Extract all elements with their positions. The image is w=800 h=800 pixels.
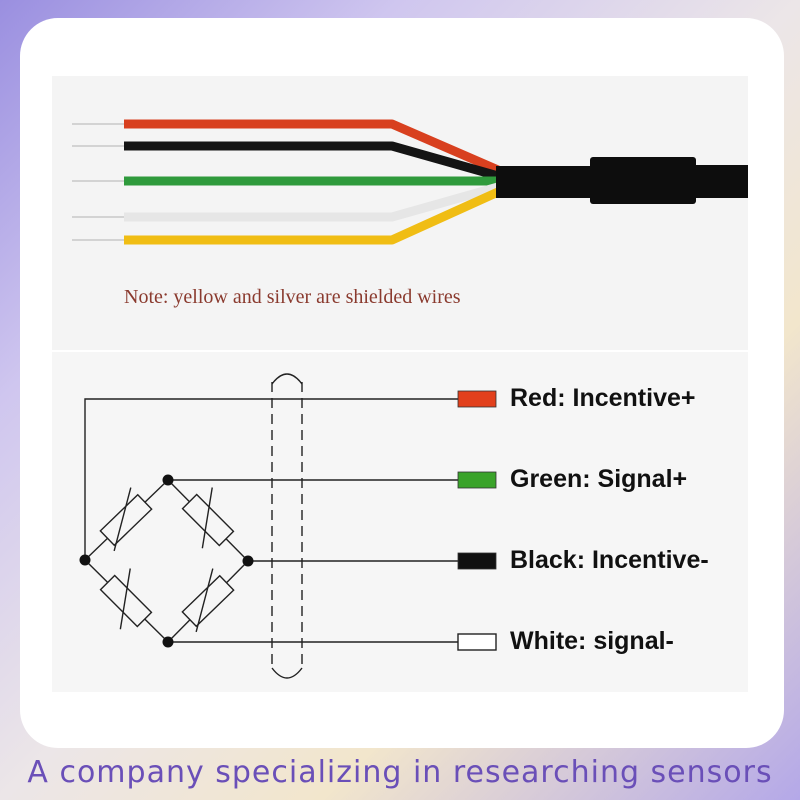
legend-label-red: Red: Incentive+ xyxy=(510,384,696,412)
junction-dots xyxy=(79,474,254,648)
shield-top-cap xyxy=(271,373,303,385)
cable-sheath xyxy=(496,166,596,198)
legend-swatch-white xyxy=(457,633,497,651)
shielded-wires-note: Note: yellow and silver are shielded wir… xyxy=(124,286,461,308)
company-tagline: A company specializing in researching se… xyxy=(27,755,773,790)
wiring-diagram-panel xyxy=(52,352,748,692)
yellow-wire xyxy=(124,187,500,245)
black-wire xyxy=(124,141,500,181)
resistor-top-right xyxy=(181,487,235,549)
resistor-bottom-left xyxy=(99,568,153,630)
shield-tube xyxy=(271,382,303,668)
legend-label-black: Black: Incentive- xyxy=(510,546,709,574)
cable-sleeve xyxy=(590,157,696,204)
bridge-diagram xyxy=(84,373,458,679)
legend-label-green: Green: Signal+ xyxy=(510,465,688,493)
legend-swatch-red xyxy=(457,390,497,408)
silver-wire xyxy=(124,182,500,222)
cable-wires xyxy=(72,119,748,245)
cable-end xyxy=(694,165,748,198)
shield-bottom-cap xyxy=(271,667,303,679)
legend-swatch-green xyxy=(457,471,497,489)
red-wire xyxy=(124,119,500,175)
legend-label-white: White: signal- xyxy=(510,627,674,655)
resistor-top-left xyxy=(99,487,153,552)
legend-swatch-black xyxy=(457,552,497,570)
resistor-bottom-right xyxy=(181,568,235,633)
